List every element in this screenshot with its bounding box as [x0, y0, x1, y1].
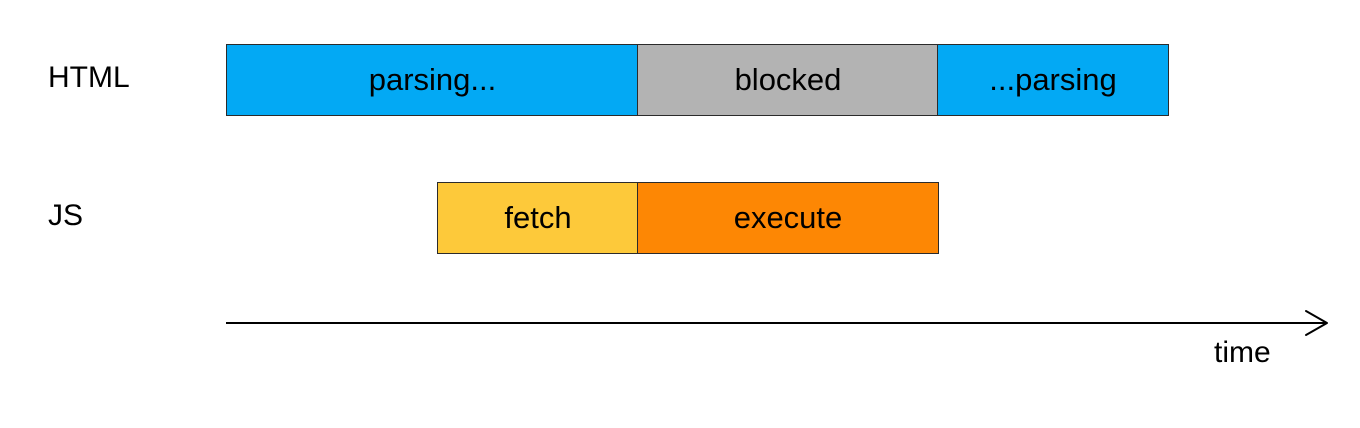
segment-fetch: fetch — [437, 182, 639, 254]
row-label-js: JS — [48, 199, 84, 232]
arrow-right-icon — [1305, 310, 1328, 336]
segment-parsing: parsing... — [226, 44, 639, 116]
segment-parsing-resumed: ...parsing — [937, 44, 1169, 116]
segment-execute: execute — [637, 182, 939, 254]
track-html: parsing... blocked ...parsing — [226, 44, 1169, 116]
segment-blocked: blocked — [637, 44, 939, 116]
time-axis-label: time — [1214, 336, 1271, 369]
time-axis-arrow-icon — [226, 310, 1328, 336]
track-js: fetch execute — [226, 182, 1169, 254]
row-label-html: HTML — [48, 61, 130, 94]
